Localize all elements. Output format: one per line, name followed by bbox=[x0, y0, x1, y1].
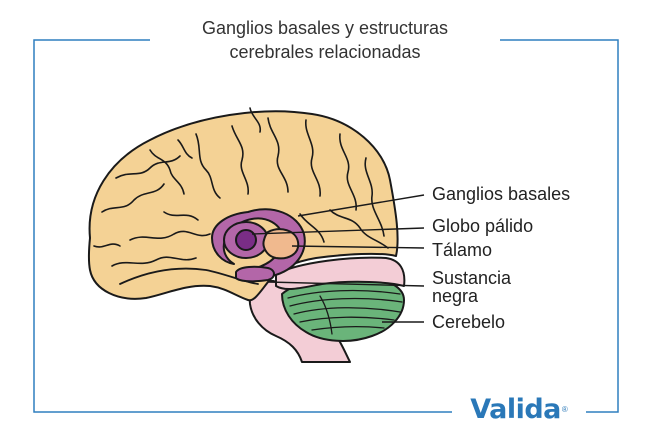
label-substantia-nigra-2: negra bbox=[432, 286, 479, 306]
label-substantia-nigra-1: Sustancia bbox=[432, 268, 512, 288]
label-thalamus: Tálamo bbox=[432, 240, 493, 260]
leader-basal-ganglia bbox=[297, 194, 425, 217]
thalamus bbox=[262, 228, 300, 260]
diagram-title: Ganglios basales y estructuras cerebrale… bbox=[150, 16, 500, 64]
brain-illustration bbox=[87, 107, 406, 363]
substantia-nigra bbox=[235, 265, 275, 283]
leader-substantia-nigra bbox=[267, 281, 425, 287]
title-line-2: cerebrales relacionadas bbox=[229, 42, 421, 62]
label-basal-ganglia: Ganglios basales bbox=[432, 184, 571, 204]
label-globus-pallidus: Globo pálido bbox=[432, 216, 534, 236]
brand-name: Valida bbox=[470, 393, 561, 425]
brand-registered-mark: ® bbox=[561, 404, 568, 414]
cerebrum bbox=[87, 110, 399, 302]
globus-pallidus bbox=[235, 229, 257, 251]
cerebral-gyri bbox=[93, 107, 389, 267]
leader-thalamus bbox=[291, 245, 425, 249]
leader-lines bbox=[251, 194, 425, 323]
cerebellum-folia bbox=[287, 289, 403, 335]
label-cerebellum: Cerebelo bbox=[432, 312, 506, 332]
brand-logo: Valida ® bbox=[452, 392, 586, 426]
leader-globus-pallidus bbox=[251, 227, 425, 235]
title-line-1: Ganglios basales y estructuras bbox=[201, 18, 449, 38]
